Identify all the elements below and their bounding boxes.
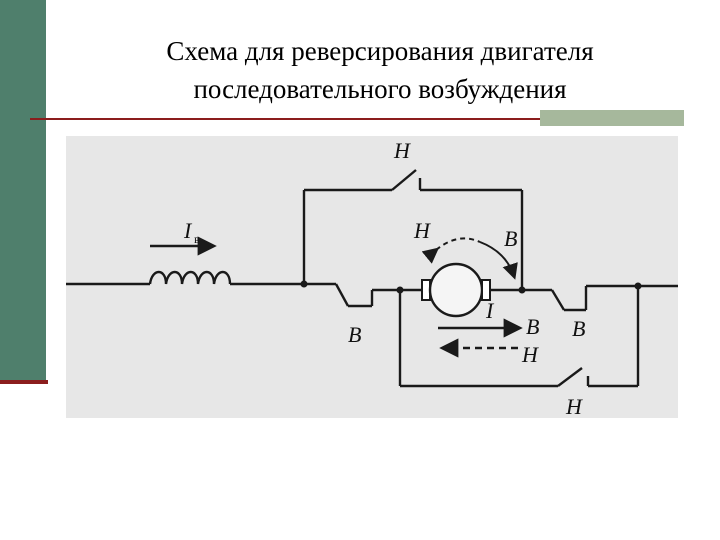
rotation-arrow-B (479, 241, 518, 280)
right-B-contact-blade (550, 289, 566, 311)
bottom-H-contact-blade (557, 367, 583, 387)
rotation-B-label: В (504, 226, 517, 251)
divider-accent-block (540, 110, 684, 126)
field-current-subscript: в (194, 232, 200, 246)
armature-arrow-B-label: В (526, 314, 539, 339)
armature-motor (428, 262, 484, 318)
circuit-diagram: I в Н В Н В I В (66, 136, 678, 418)
armature-arrow-H-label: Н (521, 342, 539, 367)
slide-sidebar (0, 0, 46, 382)
title-line-1: Схема для реверсирования двигателя (166, 36, 594, 66)
bottom-H-contact-label: Н (565, 394, 583, 418)
top-H-contact-label: Н (393, 138, 411, 163)
title-divider (30, 118, 684, 120)
brush-left (421, 279, 431, 301)
rotation-H-label: Н (413, 218, 431, 243)
sidebar-accent-line (0, 380, 48, 384)
field-winding-coil (148, 270, 232, 285)
left-B-contact-label: В (348, 322, 361, 347)
title-line-2: последовательного возбуждения (193, 74, 567, 104)
circuit-svg: I в Н В Н В I В (66, 138, 678, 418)
left-B-contact-blade (334, 283, 350, 307)
armature-current-label: I (485, 298, 495, 323)
top-H-contact-blade (391, 169, 417, 191)
field-current-label: I (183, 218, 193, 243)
slide-title: Схема для реверсирования двигателя после… (60, 32, 700, 108)
right-B-contact-label: В (572, 316, 585, 341)
rotation-arrow-H (421, 237, 481, 264)
brush-right (481, 279, 491, 301)
